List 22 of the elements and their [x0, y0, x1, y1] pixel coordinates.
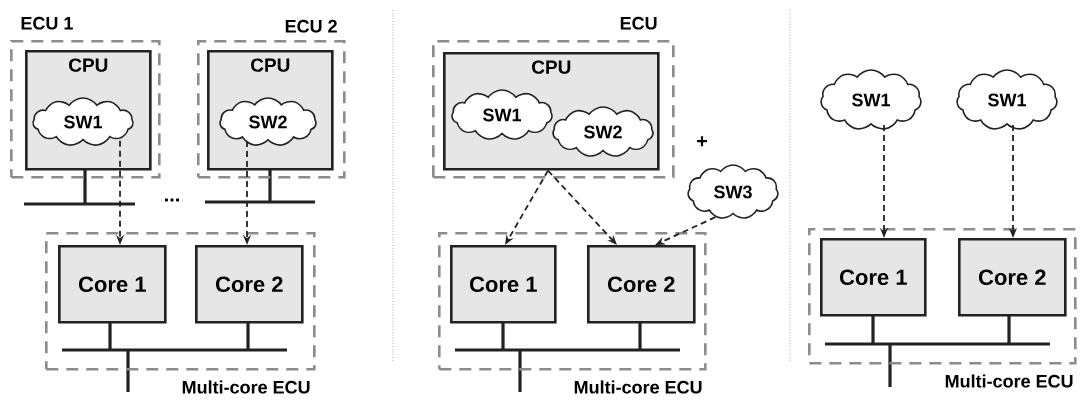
node-label: ECU 2: [285, 19, 337, 33]
core-box: Core 1: [58, 245, 167, 324]
node-label: Multi-core ECU: [574, 380, 702, 394]
core-box: Core 2: [958, 238, 1067, 317]
node-label: Multi-core ECU: [182, 380, 310, 394]
core-box: Core 1: [820, 238, 927, 317]
software-cloud: SW1: [820, 69, 922, 130]
software-cloud: SW1: [956, 69, 1058, 130]
node-label: ECU: [620, 16, 657, 30]
plus-sign: +: [697, 136, 708, 147]
software-cloud: SW2: [552, 106, 654, 157]
core-box: Core 2: [195, 245, 304, 324]
software-cloud: SW1: [451, 89, 553, 140]
node-label: Multi-core ECU: [945, 374, 1073, 388]
core-box: Core 2: [587, 245, 696, 324]
software-cloud: SW1: [32, 97, 134, 146]
ellipsis: ...: [165, 198, 179, 202]
node-label: ECU 1: [21, 16, 73, 30]
core-box: Core 1: [450, 245, 557, 324]
software-cloud: SW3: [687, 164, 779, 219]
dashed-arrow: [547, 169, 617, 245]
software-cloud: SW2: [219, 97, 317, 146]
